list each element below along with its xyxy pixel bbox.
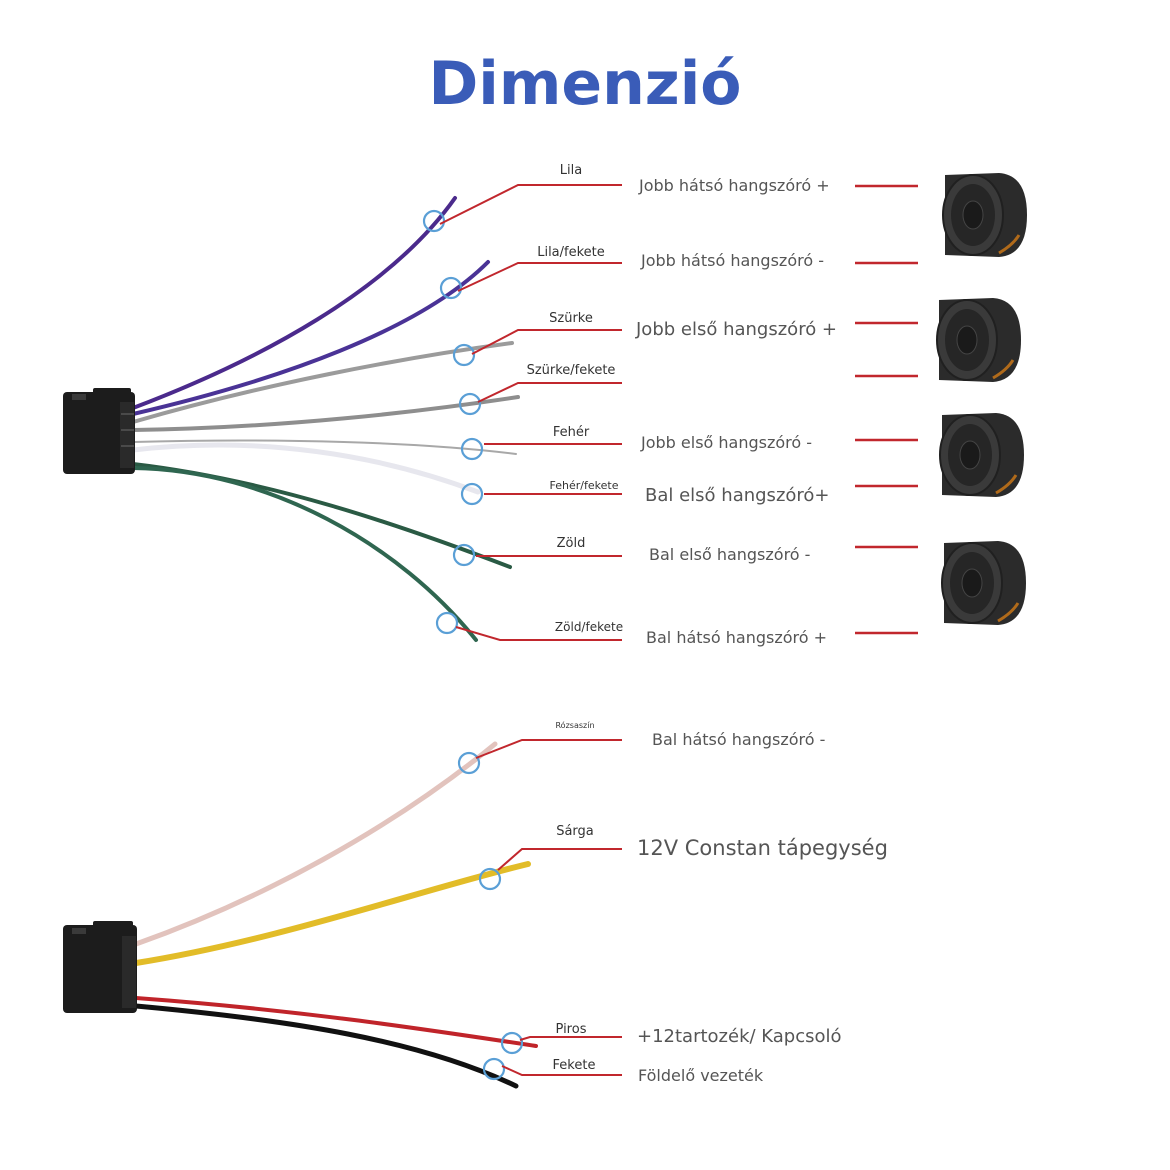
marker-circle [457, 751, 481, 775]
speaker-icon [942, 173, 1027, 257]
top-harness: Lila Lila/fekete Szürke Szürke/fekete Fe… [63, 163, 1027, 647]
bottom-harness: Rózsaszín Sárga Piros Fekete Bal hátsó h… [63, 720, 888, 1089]
leader-line [519, 1036, 622, 1041]
function-label: Bal első hangszóró - [649, 545, 810, 564]
wire-label-rozsaszin: Rózsaszín [555, 720, 594, 730]
wire-zold-fekete [131, 466, 478, 642]
marker-circle [452, 343, 476, 367]
marker-circle [482, 1057, 506, 1081]
connector-bottom [63, 921, 137, 1013]
wire-feher-fekete [130, 442, 481, 495]
marker-circle [458, 392, 482, 416]
wire-lila [131, 196, 457, 410]
leader-line [475, 739, 622, 759]
leader-line [455, 626, 622, 641]
function-label: +12tartozék/ Kapcsoló [637, 1026, 842, 1047]
marker-circle [500, 1031, 524, 1055]
marker-circle [439, 276, 463, 300]
function-label: 12V Constan tápegység [637, 836, 888, 860]
wire-label-zold-fekete: Zöld/fekete [555, 620, 623, 634]
wire-szurke [131, 341, 514, 424]
wire-label-szurke-fekete: Szürke/fekete [527, 363, 616, 378]
marker-circle [452, 543, 476, 567]
marker-circle [422, 209, 446, 233]
function-label: Bal hátsó hangszóró + [646, 628, 827, 647]
leader-line [501, 1065, 622, 1076]
wire-sarga [133, 861, 531, 966]
wire-piros [134, 996, 538, 1048]
wire-label-feher: Fehér [553, 425, 590, 440]
wire-lila-fekete [131, 260, 490, 416]
leader-line [497, 848, 622, 871]
wire-label-feher-fekete: Fehér/fekete [550, 479, 619, 492]
wire-fekete [133, 1003, 519, 1089]
marker-circle [478, 867, 502, 891]
wire-szurke-fekete [131, 395, 520, 432]
marker-circle [460, 482, 484, 506]
leader-line [477, 382, 622, 403]
wire-feher [132, 439, 517, 455]
speaker-icon [936, 298, 1021, 382]
speaker-icon [941, 541, 1026, 625]
wire-label-zold: Zöld [557, 536, 586, 551]
function-label: Bal első hangszóró+ [645, 485, 830, 506]
function-label: Jobb első hangszóró - [640, 433, 812, 452]
wire-label-szurke: Szürke [549, 311, 593, 326]
leader-line [471, 329, 622, 355]
function-label: Jobb első hangszóró + [635, 319, 837, 340]
leader-line [457, 262, 622, 292]
function-label: Jobb hátsó hangszóró - [640, 251, 824, 270]
connector-top [63, 388, 135, 474]
wire-label-lila: Lila [560, 163, 582, 178]
function-label: Földelő vezeték [638, 1066, 764, 1085]
wire-label-sarga: Sárga [556, 824, 594, 839]
wire-label-fekete: Fekete [553, 1058, 596, 1073]
marker-circle [460, 437, 484, 461]
leader-line [439, 184, 622, 225]
marker-circle [435, 611, 459, 635]
function-label: Bal hátsó hangszóró - [652, 730, 825, 749]
function-label: Jobb hátsó hangszóró + [638, 176, 830, 195]
speaker-icon [939, 413, 1024, 497]
wire-label-piros: Piros [556, 1022, 587, 1037]
wire-label-lila-fekete: Lila/fekete [537, 245, 605, 260]
page-title: Dimenzió [428, 49, 741, 119]
wire-rozsaszin [133, 741, 498, 947]
